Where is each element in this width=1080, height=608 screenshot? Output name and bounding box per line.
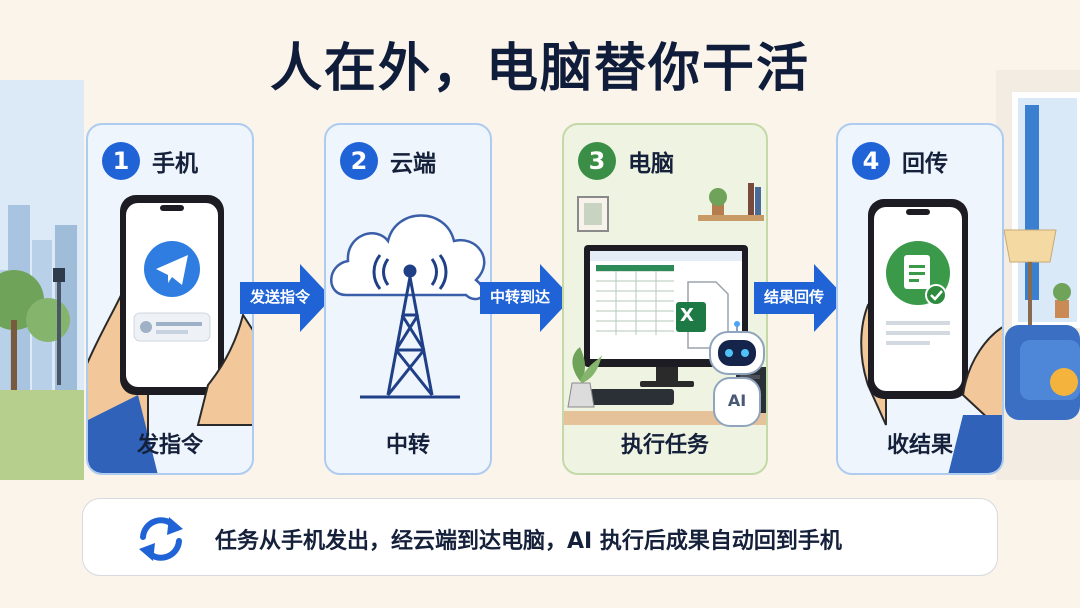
step-title: 电脑 — [628, 151, 674, 177]
summary-banner: 任务从手机发出，经云端到达电脑，AI 执行后成果自动回到手机 — [82, 498, 998, 576]
step-caption: 中转 — [385, 433, 430, 458]
document-check-icon — [886, 241, 950, 306]
step-caption: 执行任务 — [620, 433, 709, 458]
arrow-label: 结果回传 — [763, 288, 824, 306]
step-number: 2 — [340, 142, 378, 180]
robot-label: AI — [727, 391, 747, 410]
arrow-relay-arrive: 中转到达 — [480, 262, 572, 334]
step-card-phone: 1 手机 发指令 — [86, 123, 254, 475]
robot-icon — [709, 321, 765, 427]
step-card-return: 4 回传 收结果 — [836, 123, 1004, 475]
summary-text: 任务从手机发出，经云端到达电脑，AI 执行后成果自动回到手机 — [215, 529, 842, 554]
refresh-icon — [139, 517, 183, 561]
step-number: 1 — [102, 142, 140, 180]
antenna-tower-icon — [360, 254, 460, 399]
arrow-return-result: 结果回传 — [754, 262, 846, 334]
step-number: 4 — [852, 142, 890, 180]
phone-result-illustration — [860, 199, 1002, 473]
page-title: 人在外，电脑替你干活 — [269, 39, 810, 99]
arrow-label: 发送指令 — [249, 288, 310, 306]
step-card-cloud: 2 云端 中转 — [324, 123, 492, 475]
step-caption: 发指令 — [136, 433, 203, 458]
step-title: 回传 — [902, 151, 948, 177]
excel-label: X — [680, 305, 694, 326]
step-title: 手机 — [152, 151, 198, 177]
arrow-label: 中转到达 — [489, 288, 550, 306]
phone-in-hand-illustration — [88, 195, 252, 473]
step-card-computer: 3 电脑 — [562, 123, 768, 475]
step-caption: 收结果 — [886, 433, 953, 458]
step-title: 云端 — [390, 151, 436, 177]
cloud-tower-illustration — [330, 214, 486, 399]
telegram-icon — [144, 241, 200, 297]
step-number: 3 — [578, 142, 616, 180]
excel-icon — [676, 281, 729, 349]
arrow-send-command: 发送指令 — [240, 262, 332, 334]
